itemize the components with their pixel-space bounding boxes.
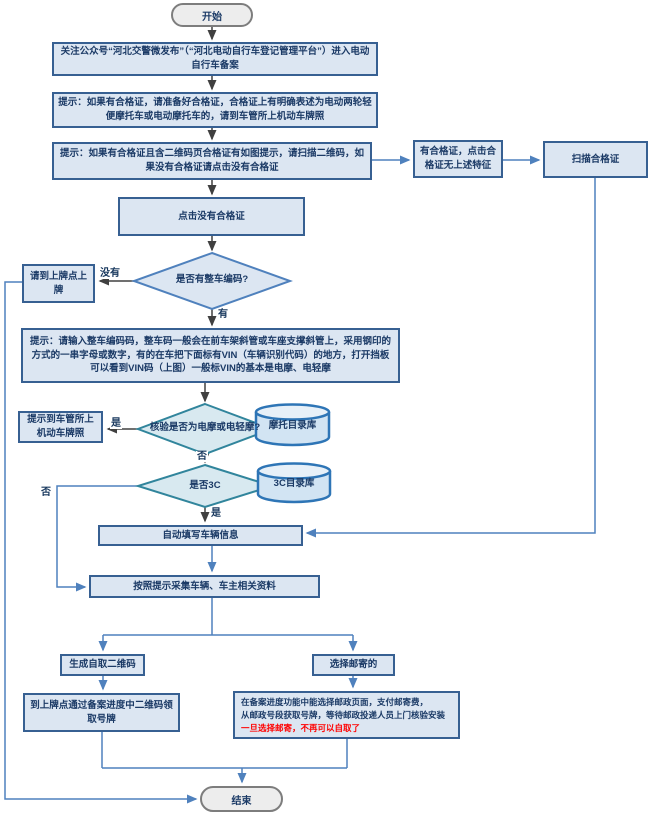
step-pickup-plate: 到上牌点通过备案进度中二维码领取号牌 <box>23 693 180 732</box>
diamond-is-3c <box>134 463 276 509</box>
diamond-has-vin <box>131 251 293 311</box>
blue-connectors <box>4 155 596 804</box>
step-self-pickup-qr: 生成自取二维码 <box>60 654 145 676</box>
step-follow-account: 关注公众号“河北交警微发布”（“河北电动自行车登记管理平台”）进入电动自行车备案 <box>52 42 378 76</box>
edge-label-no-moto: 否 <box>196 451 208 462</box>
edge-label-yes-moto: 是 <box>110 418 122 429</box>
mail-details-line1: 在备案进度功能中能选择邮政页面，支付邮寄费， <box>241 697 429 707</box>
step-mail-details: 在备案进度功能中能选择邮政页面，支付邮寄费， 从邮政号段获取号牌，等待邮政投递人… <box>233 691 460 739</box>
start-node: 开始 <box>171 3 253 27</box>
step-collect-info: 按照提示采集车辆、车主相关资料 <box>89 575 320 598</box>
edge-label-no-3c: 否 <box>40 487 52 498</box>
moto-catalog-cylinder-icon <box>254 403 331 447</box>
end-node: 结束 <box>200 786 283 812</box>
step-tip-dmv-plate: 提示到车管所上机动车牌照 <box>18 411 103 443</box>
step-tip-qr: 提示：如果有合格证且含二维码页合格证有如图提示，请扫描二维码，如果没有合格证请点… <box>52 142 372 180</box>
edge-label-not-have: 没有 <box>99 268 121 279</box>
diamond-verify-moto <box>135 402 275 456</box>
edge-label-yes-3c: 是 <box>210 508 222 519</box>
dark-connectors <box>98 27 217 523</box>
mail-details-warning: 一旦选择邮寄，不再可以自取了 <box>241 723 361 734</box>
step-auto-fill: 自动填写车辆信息 <box>98 525 303 546</box>
step-tip-cert: 提示：如果有合格证，请准备好合格证，合格证上有明确表述为电动两轮轻便摩托车或电动… <box>52 92 378 128</box>
mail-details-line2: 从邮政号段获取号牌，等待邮政投递人员上门核验安装 <box>241 710 446 721</box>
step-has-cert-no-feature: 有合格证，点击合格证无上述特征 <box>413 140 503 178</box>
step-choose-mail: 选择邮寄的 <box>312 654 395 676</box>
3c-catalog-cylinder-icon <box>256 462 332 504</box>
step-tip-vin: 提示：请输入整车编码码，整车码一般会在前车架斜管或车座支撑斜管上，采用钢印的方式… <box>21 328 400 383</box>
step-scan-cert: 扫描合格证 <box>543 141 648 178</box>
step-click-no-cert: 点击没有合格证 <box>118 197 305 236</box>
edge-label-have: 有 <box>217 309 229 320</box>
step-goto-plate-point: 请到上牌点上牌 <box>22 264 95 303</box>
